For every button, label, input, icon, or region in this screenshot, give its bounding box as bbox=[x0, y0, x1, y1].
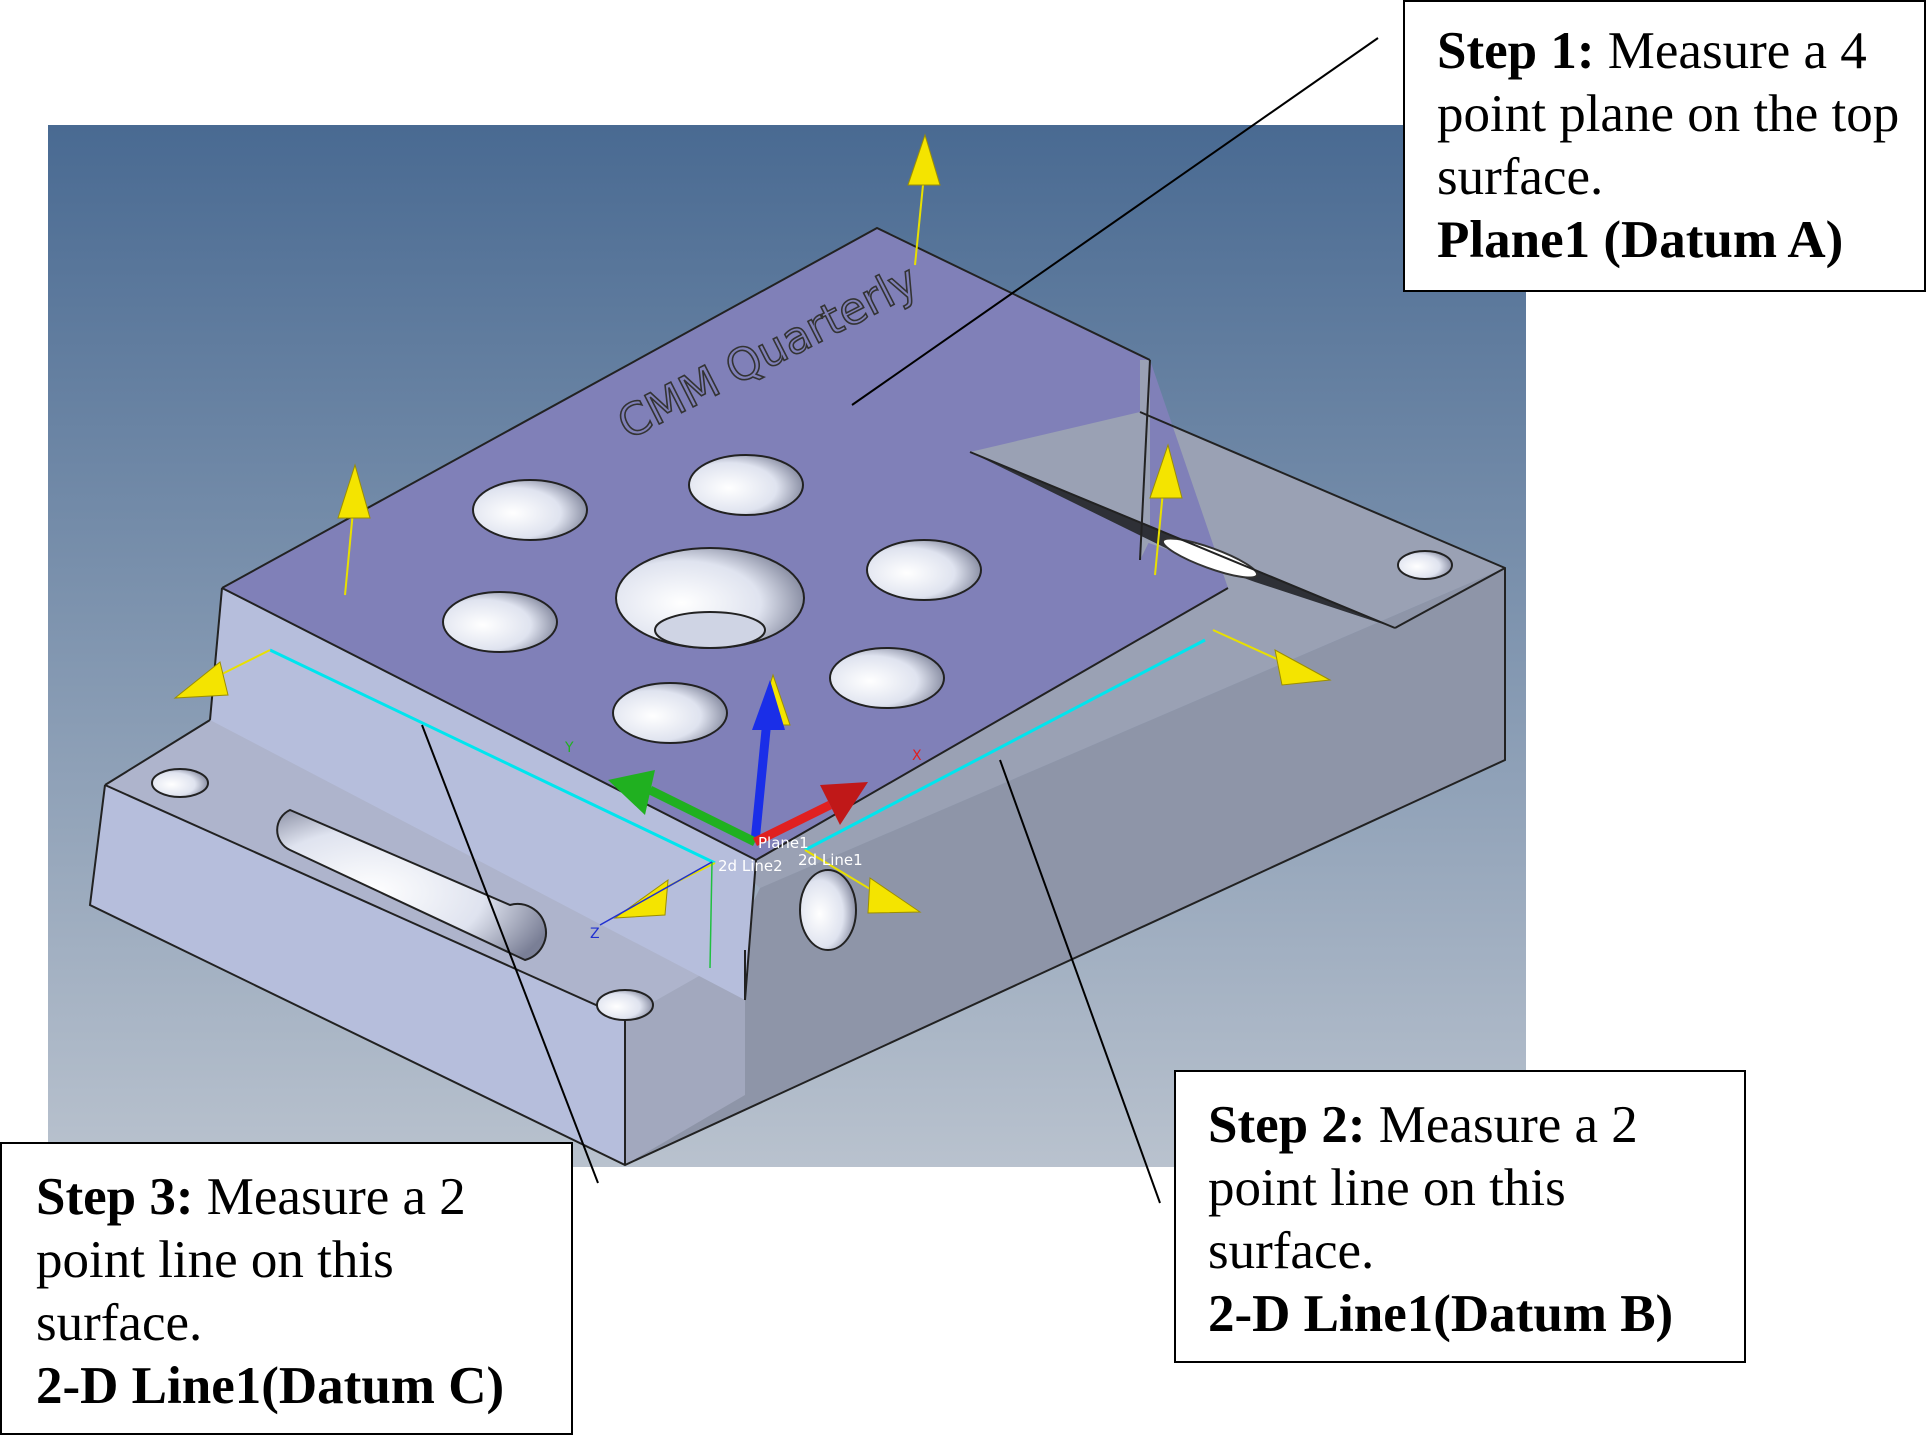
hole bbox=[612, 682, 728, 744]
hole bbox=[1397, 550, 1453, 580]
notch-slot bbox=[1161, 537, 1259, 579]
leader-step3 bbox=[421, 724, 599, 1184]
leader-step2 bbox=[999, 759, 1161, 1204]
axis-triad: X Y Z bbox=[564, 680, 922, 969]
top-face-holes bbox=[442, 454, 982, 744]
probe-arrow-icon bbox=[1274, 649, 1332, 686]
axis-z-arrow-icon bbox=[752, 680, 785, 730]
probe-arrow-icon bbox=[1149, 443, 1183, 499]
callout-step-1: Step 1: Measure a 4 point plane on the t… bbox=[1403, 0, 1926, 292]
hole bbox=[151, 768, 209, 798]
slot-hole bbox=[276, 808, 547, 962]
axis-y-label: Y bbox=[564, 740, 574, 756]
probe-arrow-icon bbox=[867, 877, 922, 914]
hole bbox=[799, 869, 857, 951]
probe-arrow-icon bbox=[337, 463, 371, 519]
line2-feature-label: 2d Line2 bbox=[718, 857, 783, 875]
axis-x-arrow-icon bbox=[820, 782, 868, 825]
datum-b-line bbox=[804, 638, 1206, 852]
hole bbox=[596, 989, 654, 1021]
top-face bbox=[222, 228, 1228, 860]
base-top-face bbox=[740, 412, 1505, 888]
counterbore-inner bbox=[654, 611, 766, 649]
plane-feature-label: Plane1 bbox=[758, 834, 809, 852]
step-2-text: Measure a 2 point line on this surface. bbox=[1208, 1096, 1638, 1280]
step-3-text: Measure a 2 point line on this surface. bbox=[36, 1168, 466, 1352]
notch-face bbox=[970, 412, 1395, 628]
step-2-datum: 2-D Line1(Datum B) bbox=[1208, 1285, 1674, 1343]
probe-arrow-icon bbox=[173, 661, 229, 699]
line1-feature-label: 2d Line1 bbox=[798, 851, 863, 869]
base-side-face bbox=[625, 568, 1505, 1165]
callout-step-2: Step 2: Measure a 2 point line on this s… bbox=[1174, 1070, 1746, 1363]
part-edges bbox=[88, 226, 1506, 1167]
axis-z-label: Z bbox=[590, 926, 600, 942]
hole bbox=[866, 539, 982, 601]
left-flange-side bbox=[625, 950, 745, 1165]
measured-lines bbox=[269, 638, 1206, 865]
step-1-text: Measure a 4 point plane on the top surfa… bbox=[1437, 22, 1900, 206]
hole bbox=[829, 647, 945, 709]
leader-lines bbox=[421, 37, 1379, 1204]
hole bbox=[472, 479, 588, 541]
callout-step-3: Step 3: Measure a 2 point line on this s… bbox=[0, 1142, 573, 1435]
axis-y-arrow-icon bbox=[608, 770, 655, 815]
step-3-label: Step 3: bbox=[36, 1168, 194, 1226]
base-holes bbox=[151, 550, 1453, 1021]
probe-arrow-icon bbox=[907, 133, 941, 186]
datum-c-line bbox=[269, 648, 716, 865]
step-3-datum: 2-D Line1(Datum C) bbox=[36, 1357, 505, 1415]
step-1-datum: Plane1 (Datum A) bbox=[1437, 211, 1844, 269]
left-flange-front bbox=[90, 785, 625, 1165]
step-1-label: Step 1: bbox=[1437, 22, 1595, 80]
axis-x-label: X bbox=[912, 748, 922, 764]
front-face bbox=[210, 588, 756, 1000]
hole bbox=[442, 591, 558, 653]
leader-step1 bbox=[851, 37, 1379, 406]
hole bbox=[688, 454, 804, 516]
step-2-label: Step 2: bbox=[1208, 1096, 1366, 1154]
